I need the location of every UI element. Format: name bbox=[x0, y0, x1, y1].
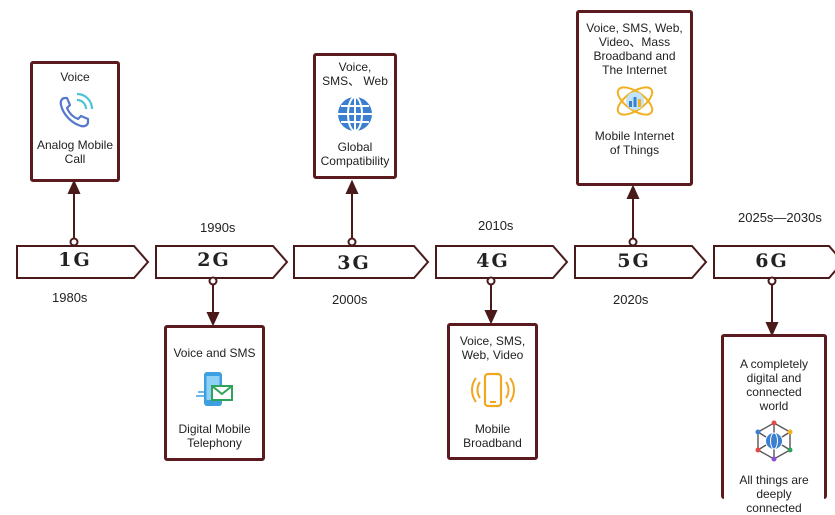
card-6g-feature: A completely digital and connected world bbox=[739, 357, 809, 413]
phone-message-icon bbox=[195, 372, 233, 406]
card-4g-description: Mobile Broadband bbox=[463, 422, 522, 450]
arrow-segment-5g bbox=[574, 245, 708, 279]
generation-label-1g: 1G bbox=[58, 249, 92, 271]
timeline-arrow-band bbox=[16, 179, 835, 337]
arrow-segment-3g bbox=[293, 245, 430, 279]
card-5g: Voice, SMS, Web, Video、Mass Broadband an… bbox=[576, 10, 693, 186]
arrow-segment-1g bbox=[16, 245, 150, 279]
card-4g-feature: Voice, SMS, Web, Video bbox=[459, 334, 526, 362]
card-3g-description: Global Compatibility bbox=[320, 140, 390, 168]
generation-label-6g: 6G bbox=[755, 250, 789, 272]
network-globe-icon bbox=[755, 420, 793, 462]
phone-call-icon bbox=[59, 92, 94, 128]
smartphone-icon bbox=[470, 372, 515, 408]
arrow-segment-6g bbox=[713, 245, 835, 279]
card-5g-description: Mobile Internet of Things bbox=[594, 129, 675, 157]
generation-label-5g: 5G bbox=[617, 250, 651, 272]
arrow-segment-4g bbox=[435, 245, 569, 279]
card-1g: Voice Analog Mobile Call bbox=[30, 61, 120, 182]
card-4g: Voice, SMS, Web, Video Mobile Broadband bbox=[447, 323, 538, 460]
globe-icon bbox=[338, 96, 372, 132]
year-label-3g: 2000s bbox=[332, 292, 368, 307]
year-label-1g: 1980s bbox=[52, 290, 88, 305]
year-label-2g: 1990s bbox=[200, 220, 236, 235]
generation-label-2g: 2G bbox=[197, 249, 231, 271]
card-6g: A completely digital and connected world… bbox=[721, 334, 827, 515]
year-label-6g: 2025s—2030s bbox=[738, 210, 822, 225]
timeline-diagram: 1G 2G 3G 4G 5G 6G 1980s 1990s 2000s 2010… bbox=[16, 10, 835, 515]
iot-orbit-icon bbox=[616, 86, 653, 116]
year-label-5g: 2020s bbox=[613, 292, 649, 307]
generation-label-4g: 4G bbox=[476, 250, 510, 272]
card-3g-feature: Voice, SMS、 Web bbox=[322, 60, 388, 88]
card-2g-description: Digital Mobile Telephony bbox=[178, 422, 251, 450]
card-2g: Voice and SMS Digital Mobile Telephony bbox=[164, 325, 265, 461]
card-3g: Voice, SMS、 Web Global Compatibility bbox=[313, 53, 397, 179]
card-2g-feature: Voice and SMS bbox=[173, 346, 256, 360]
card-5g-feature: Voice, SMS, Web, Video、Mass Broadband an… bbox=[586, 21, 683, 77]
arrow-segment-2g bbox=[155, 245, 289, 279]
card-6g-description: All things are deeply connected bbox=[739, 473, 809, 515]
card-1g-feature: Voice bbox=[60, 70, 90, 84]
generation-label-3g: 3G bbox=[337, 252, 371, 274]
year-label-4g: 2010s bbox=[478, 218, 514, 233]
card-1g-description: Analog Mobile Call bbox=[36, 138, 114, 166]
